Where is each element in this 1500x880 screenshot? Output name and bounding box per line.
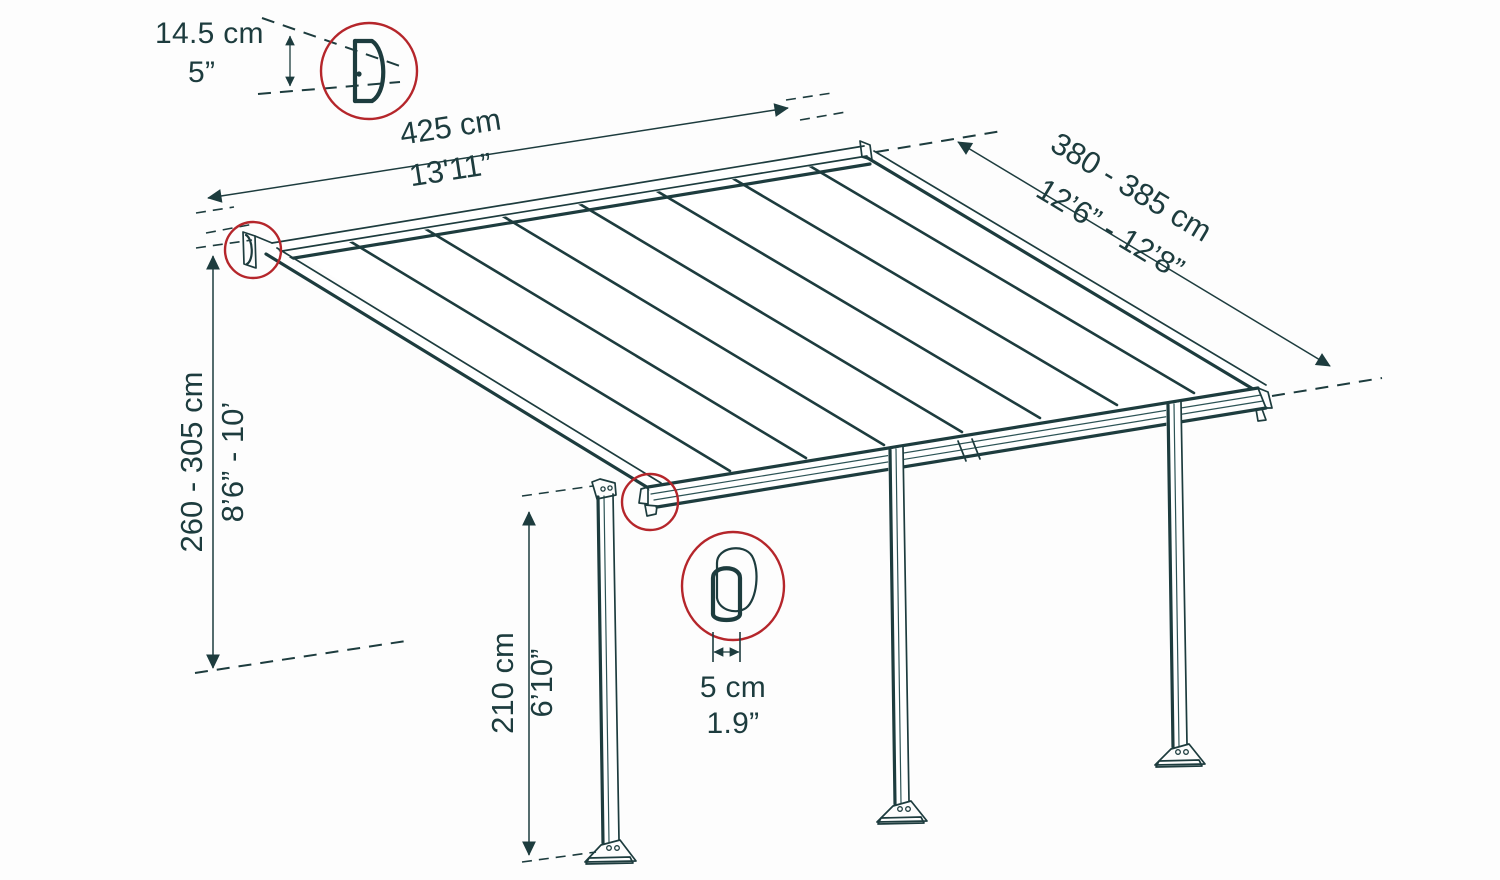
wall-bracket-right (859, 140, 873, 161)
callout-gutter-circle (319, 21, 419, 121)
dimension-wall-height-imperial: 8’6” - 10’ (215, 402, 250, 523)
callout-post-metric: 5 cm (700, 671, 766, 704)
dimension-width-arrow (207, 103, 789, 203)
left-edge-beam (264, 247, 662, 491)
post-middle (876, 446, 928, 825)
callout-gutter-metric: 14.5 cm (155, 17, 264, 50)
wall-bracket-left (242, 231, 273, 269)
dimension-post-height-metric: 210 cm (485, 632, 520, 734)
post-right (1154, 401, 1206, 768)
callout-gutter-leader-bottom (257, 81, 401, 95)
callout-gutter-imperial: 5” (188, 56, 215, 89)
callout-highlight-gutter-end (620, 472, 680, 532)
callout-post-profile: 5 cm 1.9” (680, 530, 786, 740)
gutter-profile-icon (352, 38, 386, 104)
dimension-post-height-imperial: 6’10” (524, 649, 559, 718)
post-front-left (584, 478, 637, 865)
callout-gutter-profile: 14.5 cm 5” (155, 17, 419, 121)
dimension-post-height: 210 cm 6’10” (485, 485, 597, 863)
post-profile-icon (710, 547, 758, 623)
callout-highlight-wall-bracket (223, 220, 283, 280)
front-gutter-beam (638, 386, 1273, 517)
callout-post-imperial: 1.9” (707, 707, 760, 740)
dimension-projection-arrow (957, 141, 1331, 367)
dimension-wall-height: 260 - 305 cm 8’6” - 10’ (174, 239, 407, 674)
support-posts (584, 401, 1206, 865)
dimension-wall-height-metric: 260 - 305 cm (174, 372, 209, 553)
callout-post-circle (680, 530, 786, 642)
